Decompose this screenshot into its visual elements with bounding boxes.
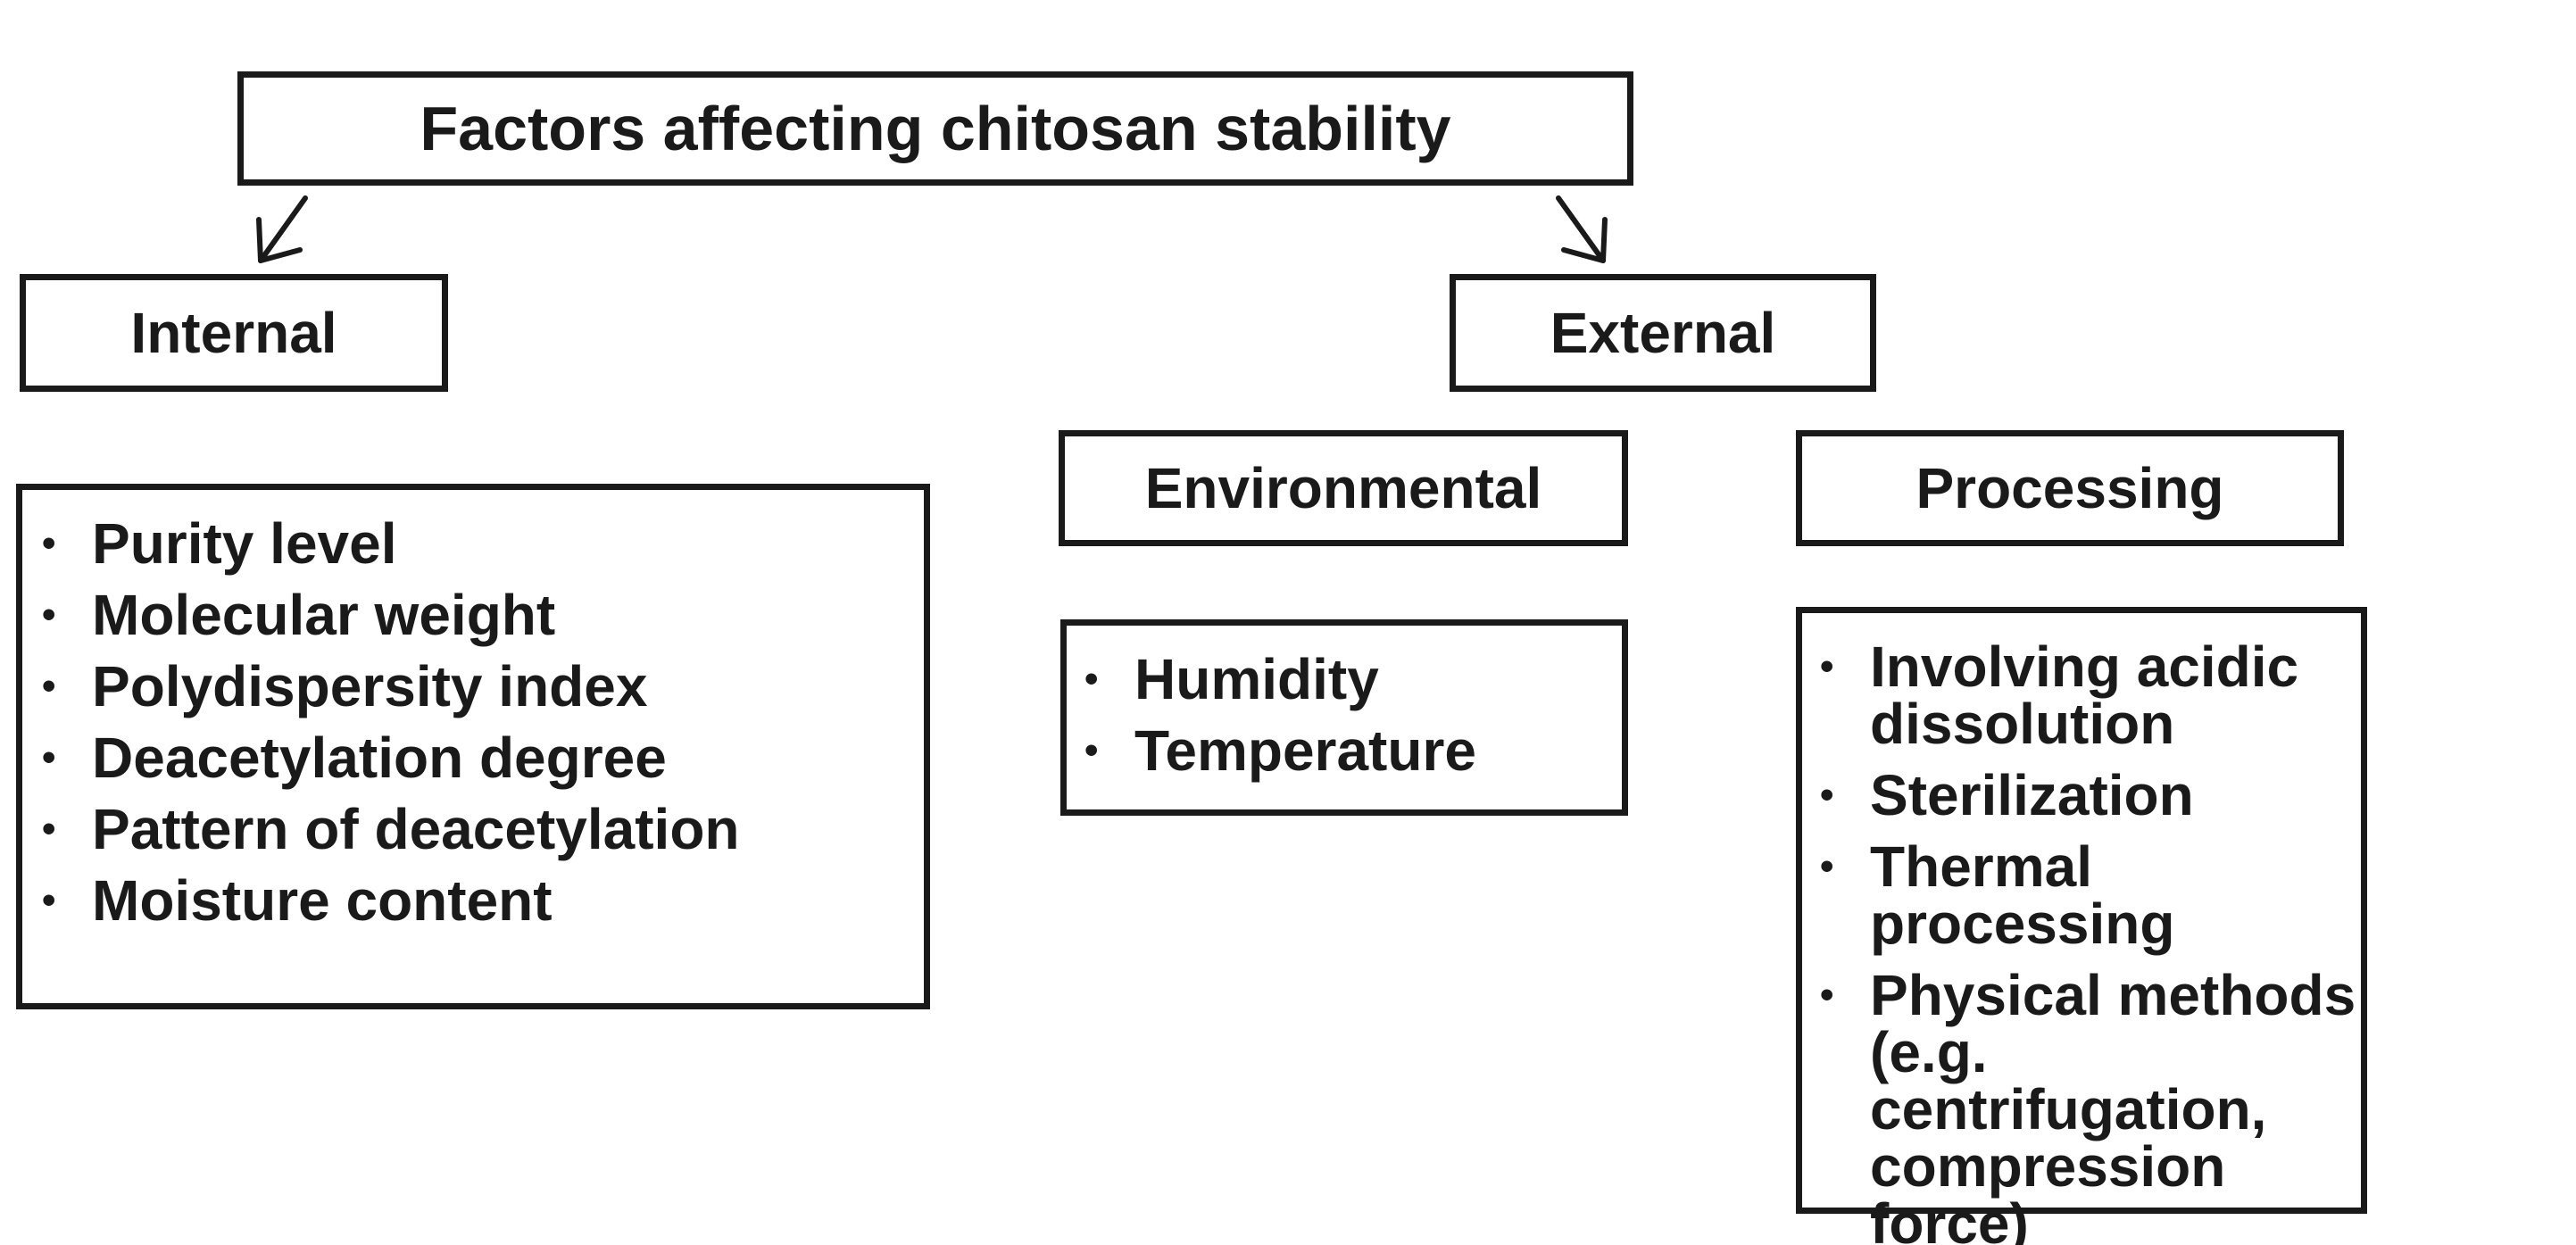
list-item: •Deacetylation degree: [42, 726, 667, 790]
environmental-factors-list: •Humidity •Temperature: [1060, 619, 1628, 816]
diagram-title: Factors affecting chitosan stability: [420, 94, 1451, 163]
bullet-icon: •: [42, 735, 56, 779]
internal-factors-list: •Purity level •Molecular weight •Polydis…: [16, 484, 930, 1009]
bullet-icon: •: [1820, 844, 1834, 888]
bullet-icon: •: [1820, 644, 1834, 688]
title-box: Factors affecting chitosan stability: [237, 71, 1633, 186]
bullet-icon: •: [1820, 773, 1834, 817]
list-item: •Moisture content: [42, 868, 553, 933]
external-heading: External: [1550, 301, 1776, 365]
arrow-to-external-head: [1561, 217, 1608, 263]
bullet-icon: •: [42, 807, 56, 851]
bullet-icon: •: [42, 593, 56, 636]
list-item: •Purity level: [42, 511, 397, 576]
external-box: External: [1450, 274, 1876, 392]
bullet-icon: •: [1084, 728, 1099, 772]
environmental-box: Environmental: [1059, 430, 1628, 546]
bullet-icon: •: [42, 664, 56, 708]
environmental-heading: Environmental: [1144, 456, 1542, 520]
list-item: •Physical methods (e.g. centrifugation, …: [1820, 963, 2356, 1245]
internal-heading: Internal: [130, 301, 337, 365]
bullet-icon: •: [1084, 657, 1099, 701]
processing-heading: Processing: [1915, 456, 2224, 520]
bullet-icon: •: [42, 521, 56, 565]
processing-box: Processing: [1796, 430, 2344, 546]
list-item: •Sterilization: [1820, 763, 2194, 827]
bullet-icon: •: [1820, 973, 1834, 1017]
list-item: •Molecular weight: [42, 583, 556, 647]
bullet-icon: •: [42, 878, 56, 922]
arrow-to-internal: [258, 195, 308, 263]
list-item: •Involving acidic dissolution: [1820, 635, 2299, 756]
processing-factors-list: •Involving acidic dissolution •Steriliza…: [1796, 607, 2367, 1245]
list-item: •Polydispersity index: [42, 654, 648, 718]
list-item: •Temperature: [1084, 718, 1476, 783]
internal-box: Internal: [20, 274, 448, 392]
arrow-to-internal-head: [256, 217, 303, 263]
list-item: •Humidity: [1084, 647, 1379, 711]
list-item: •Pattern of deacetylation: [42, 797, 740, 861]
arrow-to-external: [1556, 195, 1606, 263]
list-item: •Thermal processing: [1820, 834, 2175, 956]
